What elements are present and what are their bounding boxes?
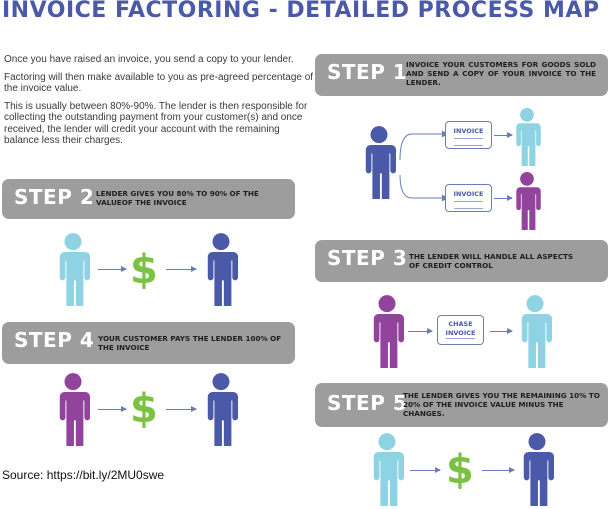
step-2-banner: STEP 2 LENDER GIVES YOU 80% TO 90% OF TH… xyxy=(2,179,295,219)
arrow-icon xyxy=(482,467,515,473)
person-icon xyxy=(520,432,554,506)
dollar-icon: $ xyxy=(130,386,158,432)
branch-connector xyxy=(399,130,448,202)
person-icon xyxy=(513,172,541,230)
invoice-doc-icon: INVOICE xyxy=(445,184,492,212)
invoice-doc-label: INVOICE xyxy=(453,190,484,198)
step-1-banner: STEP 1 INVOICE YOUR CUSTOMERS FOR GOODS … xyxy=(315,54,608,96)
intro-text: Once you have raised an invoice, you sen… xyxy=(4,54,314,153)
person-icon xyxy=(370,432,404,506)
dollar-icon: $ xyxy=(446,447,474,493)
arrow-icon xyxy=(490,328,513,334)
step-2-label: STEP 2 xyxy=(14,185,95,209)
step-5-text: THE LENDER GIVES YOU THE REMAINING 10% T… xyxy=(403,391,600,418)
intro-paragraph: Once you have raised an invoice, you sen… xyxy=(4,54,294,65)
page-title: INVOICE FACTORING - DETAILED PROCESS MAP xyxy=(2,0,600,23)
step-4-text: YOUR CUSTOMER PAYS THE LENDER 100% OF TH… xyxy=(98,334,282,352)
step-5-label: STEP 5 xyxy=(327,391,408,415)
arrow-icon xyxy=(166,406,197,412)
step-1-label: STEP 1 xyxy=(327,60,408,84)
source-caption: Source: https://bit.ly/2MU0swe xyxy=(2,468,165,482)
step-2-text: LENDER GIVES YOU 80% TO 90% OF THE VALUE… xyxy=(96,189,259,207)
intro-paragraph: This is usually between 80%-90%. The len… xyxy=(4,100,308,147)
step-5-banner: STEP 5 THE LENDER GIVES YOU THE REMAININ… xyxy=(315,383,608,427)
intro-paragraph: Factoring will then make available to yo… xyxy=(4,71,314,95)
chase-doc-label: CHASE xyxy=(448,320,473,328)
invoice-doc-label: INVOICE xyxy=(453,127,484,135)
step-3-label: STEP 3 xyxy=(327,246,408,270)
arrow-icon xyxy=(494,132,513,138)
chase-invoice-doc-icon: CHASE INVOICE xyxy=(437,315,484,345)
person-icon xyxy=(370,294,404,368)
invoice-doc-icon: INVOICE xyxy=(445,121,492,149)
step-3-banner: STEP 3 THE LENDER WILL HANDLE ALL ASPECT… xyxy=(315,240,608,282)
step-1-text: INVOICE YOUR CUSTOMERS FOR GOODS SOLD AN… xyxy=(406,60,596,87)
arrow-icon xyxy=(494,195,513,201)
person-icon xyxy=(362,125,396,199)
person-icon xyxy=(518,294,552,368)
person-icon xyxy=(204,232,238,306)
person-icon xyxy=(204,372,238,446)
person-icon xyxy=(56,372,90,446)
step-4-label: STEP 4 xyxy=(14,328,95,352)
chase-doc-label: INVOICE xyxy=(445,329,476,337)
arrow-icon xyxy=(98,266,127,272)
arrow-icon xyxy=(408,328,433,334)
arrow-icon xyxy=(166,266,197,272)
step-4-banner: STEP 4 YOUR CUSTOMER PAYS THE LENDER 100… xyxy=(2,322,295,364)
person-icon xyxy=(56,232,90,306)
arrow-icon xyxy=(410,467,441,473)
step-3-text: THE LENDER WILL HANDLE ALL ASPECTS OF CR… xyxy=(409,252,574,270)
arrow-icon xyxy=(98,406,127,412)
dollar-icon: $ xyxy=(130,247,158,293)
person-icon xyxy=(513,108,541,166)
